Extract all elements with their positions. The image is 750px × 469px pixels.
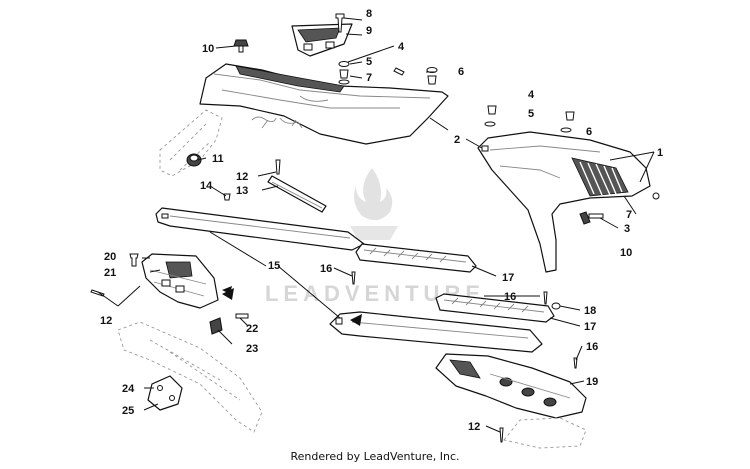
callout-7-right: 7: [626, 209, 632, 221]
callout-19: 19: [586, 376, 598, 388]
callout-22: 22: [246, 323, 258, 335]
arrow-indicator-left: [222, 288, 234, 300]
callout-17-mid: 17: [502, 272, 514, 284]
callouts: 1 2 3 4 4 5 5 6 6 7 7 8 9 10 10 11 12 12…: [100, 8, 663, 433]
flame-logo-icon: [354, 168, 393, 221]
callout-6-right: 6: [586, 126, 592, 138]
callout-11: 11: [212, 153, 224, 165]
vent-louvers: [571, 157, 629, 197]
callout-21: 21: [104, 267, 116, 279]
callout-1: 1: [657, 147, 663, 159]
callout-3: 3: [624, 223, 630, 235]
part-15-lower-rail: [329, 311, 543, 353]
callout-10-top: 10: [202, 43, 214, 55]
callout-16-lower: 16: [586, 341, 598, 353]
part-3-upper-panel: [199, 63, 449, 145]
callout-24: 24: [122, 383, 135, 395]
callout-14: 14: [200, 180, 213, 192]
callout-16-right: 16: [504, 291, 516, 303]
flame-base-icon: [350, 226, 398, 240]
hose-clip: [251, 116, 303, 129]
part-13-rod: [267, 175, 327, 213]
callout-5-right: 5: [528, 108, 534, 120]
callout-20: 20: [104, 251, 116, 263]
arrow-indicator-right: [350, 314, 362, 326]
part-17-lower-rail: [435, 293, 555, 323]
callout-12-bottom: 12: [468, 421, 480, 433]
leader-lines: [97, 17, 655, 433]
callout-12-top: 12: [236, 171, 248, 183]
callout-4-right: 4: [528, 89, 535, 101]
callout-4-top: 4: [398, 41, 405, 53]
callout-16-mid: 16: [320, 263, 332, 275]
frame-right-dashed: [503, 417, 587, 449]
callout-8: 8: [366, 8, 372, 20]
part-15-upper-rail: [155, 207, 365, 251]
part-17-middle-rail: [355, 243, 477, 273]
frame-lower-left-dashed: [117, 321, 263, 433]
callout-9: 9: [366, 25, 372, 37]
callout-25: 25: [122, 405, 134, 417]
callout-23: 23: [246, 343, 258, 355]
callout-2: 2: [454, 134, 460, 146]
part-24-plate: [147, 375, 183, 411]
callout-7-top: 7: [366, 72, 372, 84]
part-23-clip: [209, 317, 223, 335]
callout-13: 13: [236, 185, 248, 197]
callout-12-left: 12: [100, 315, 112, 327]
frame-left-dashed: [159, 109, 223, 177]
part-11-grommet: [186, 153, 202, 167]
part-2-side-panel: [477, 131, 651, 273]
part-21-left-bracket: [141, 253, 232, 309]
callout-6-top: 6: [458, 66, 464, 78]
part-19-lower-plate: [435, 353, 587, 419]
part-9-console: [291, 23, 353, 57]
callout-15: 15: [268, 260, 280, 272]
callout-18: 18: [584, 305, 596, 317]
callout-5-top: 5: [366, 56, 372, 68]
callout-10-right: 10: [620, 247, 632, 259]
callout-17-lower: 17: [584, 321, 596, 333]
footer-credit: Rendered by LeadVenture, Inc.: [290, 450, 460, 463]
